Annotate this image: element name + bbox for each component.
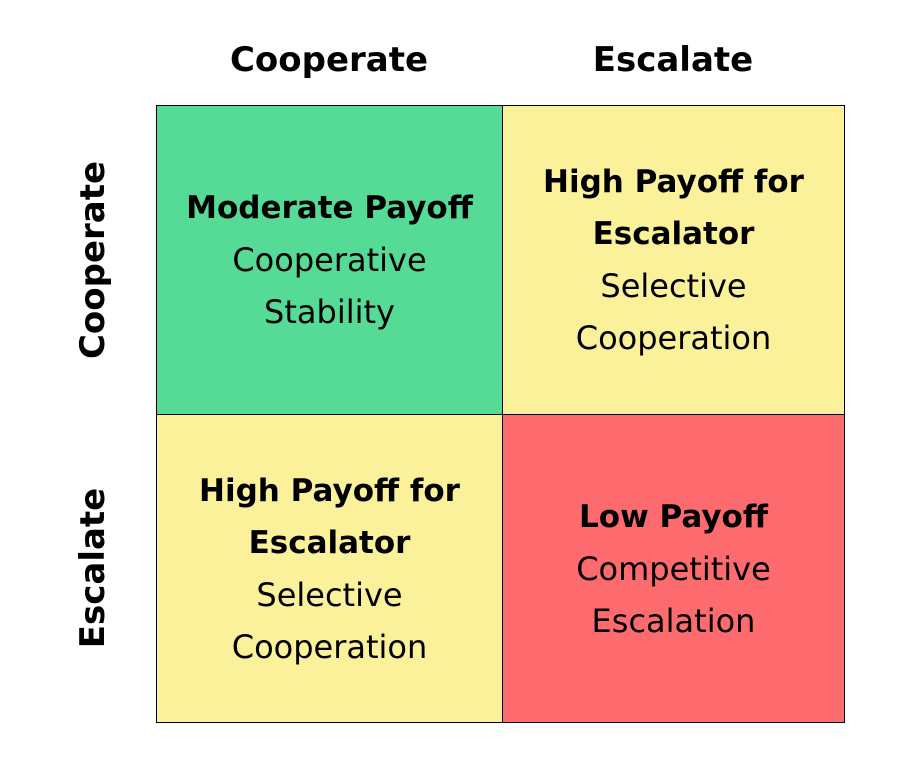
cell-outcome-label: Cooperative Stability — [232, 241, 427, 331]
cell-payoff-label: High Payoff for Escalator — [543, 164, 804, 252]
column-header-cooperate: Cooperate — [229, 40, 429, 80]
row-header-cooperate-label: Cooperate — [73, 160, 113, 360]
cell-cooperate-cooperate: Moderate Payoff Cooperative Stability — [156, 105, 503, 415]
cell-payoff-label: Low Payoff — [579, 498, 768, 535]
column-header-escalate: Escalate — [592, 40, 754, 80]
cell-escalate-escalate: Low Payoff Competitive Escalation — [502, 414, 845, 723]
row-header-cooperate: Cooperate — [73, 106, 113, 414]
cell-outcome-label: Competitive Escalation — [576, 549, 771, 640]
cell-outcome-label: Selective Cooperation — [575, 267, 772, 357]
cell-payoff-label: Moderate Payoff — [186, 190, 473, 226]
cell-outcome-label: Selective Cooperation — [231, 575, 428, 666]
cell-cooperate-escalate: High Payoff for Escalator Selective Coop… — [502, 105, 845, 415]
cell-escalate-cooperate: High Payoff for Escalator Selective Coop… — [156, 414, 503, 723]
row-header-escalate: Escalate — [73, 414, 113, 722]
cell-payoff-label: High Payoff for Escalator — [199, 472, 460, 561]
row-header-escalate-label: Escalate — [73, 487, 114, 649]
